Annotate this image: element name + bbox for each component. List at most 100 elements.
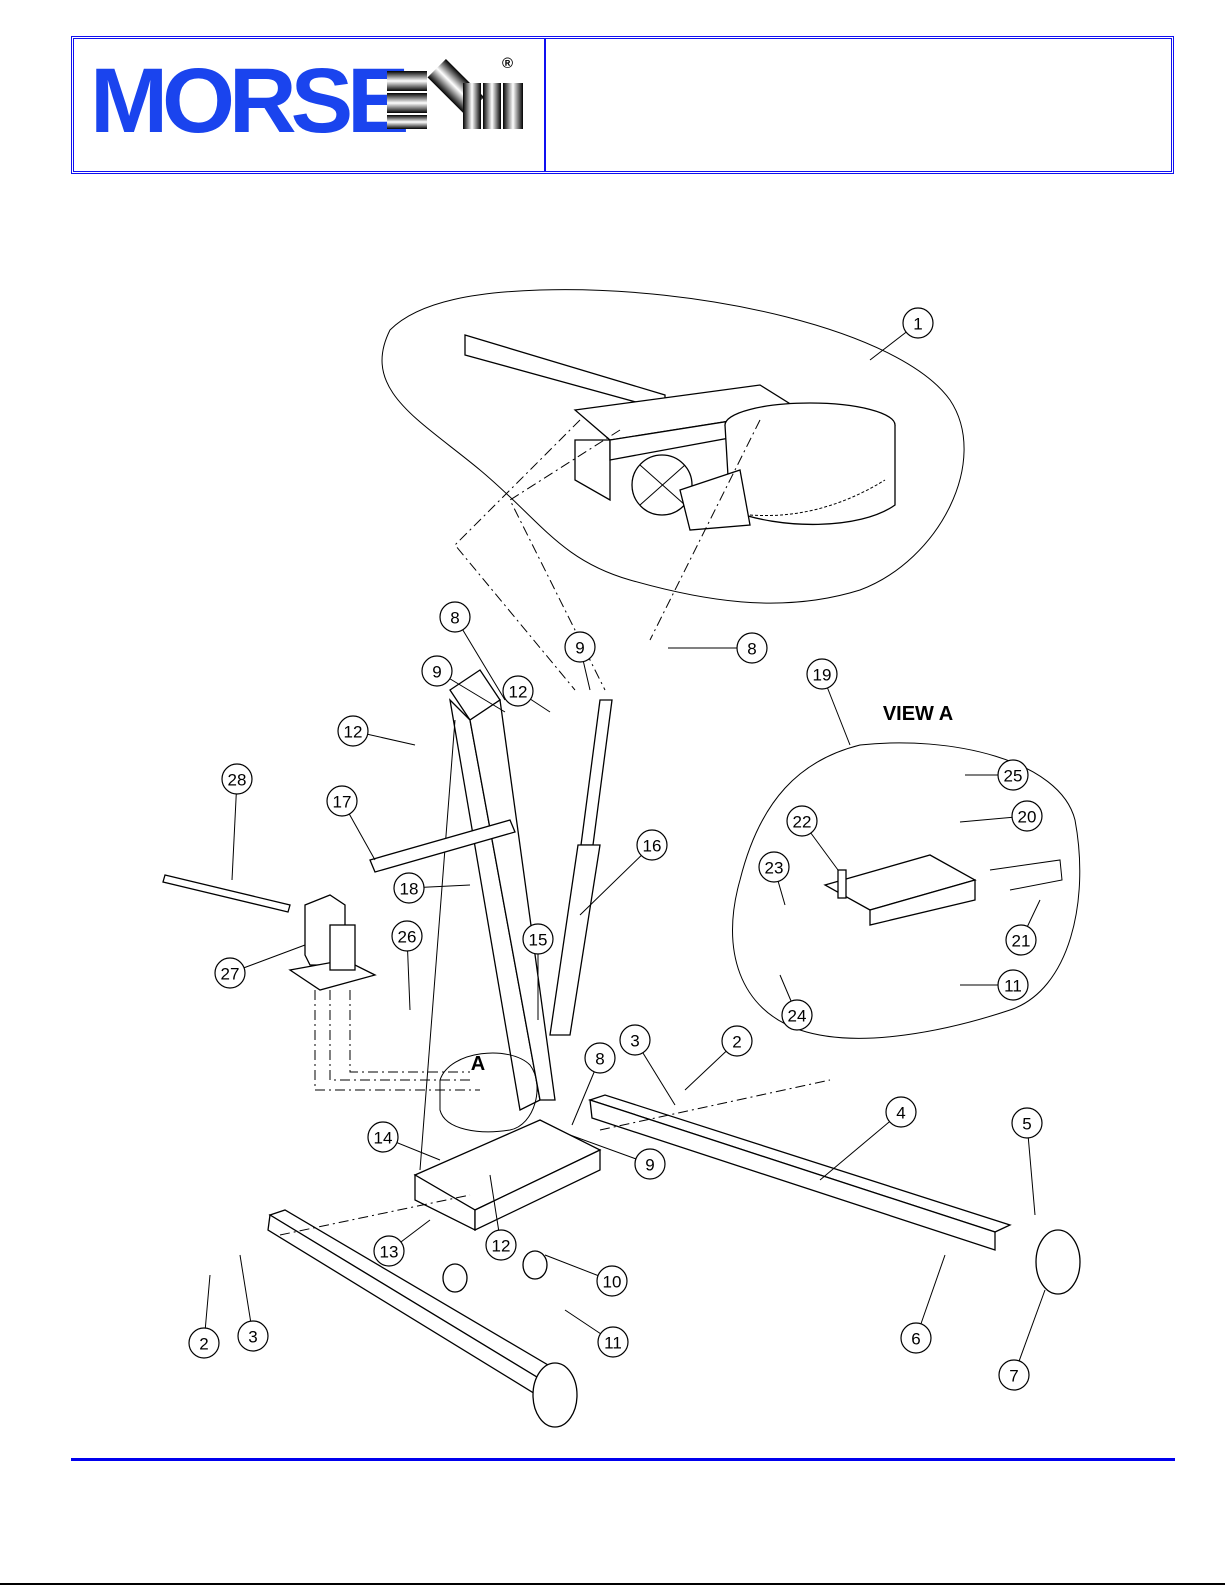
hydraulic-pump-27 [288,894,377,991]
callout-circle [597,1326,629,1358]
callout-number: 22 [793,813,812,832]
callout-11: 11 [564,1309,629,1358]
callout-number: 11 [1004,977,1022,996]
page-bottom-rule [0,1583,1225,1585]
callout-number: 13 [380,1243,399,1262]
callout-number: 7 [1009,1367,1018,1386]
callout-circle [522,923,554,955]
callout-number: 21 [1012,932,1031,951]
callout-number: 28 [228,771,247,790]
callout-number: 8 [747,640,756,659]
callout-8: 8 [439,601,506,701]
callout-25: 25 [965,759,1029,791]
callout-12: 12 [485,1174,517,1261]
callout-circle [781,999,813,1031]
callout-circle [1011,800,1043,832]
boom-mast [419,669,556,1171]
callout-circle [337,715,369,747]
callout-number: 3 [248,1328,257,1347]
callout-number: 9 [645,1156,654,1175]
callout-14: 14 [367,1121,441,1161]
callout-circle [997,969,1029,1001]
callout-number: 24 [788,1007,807,1026]
callout-circle [636,829,668,861]
callout-circle [885,1096,917,1128]
callout-9: 9 [564,631,596,691]
callout-20: 20 [959,800,1043,832]
assembly-1-outline [381,289,965,604]
callout-number: 12 [344,723,363,742]
callout-number: 25 [1004,767,1023,786]
callout-circle [721,1025,753,1057]
callout-4: 4 [819,1096,917,1181]
callout-circle [188,1327,220,1359]
callout-number: 4 [896,1104,905,1123]
pin-17 [369,819,516,873]
callout-number: 18 [400,880,419,899]
callout-number: 10 [603,1273,622,1292]
callout-2: 2 [188,1274,220,1359]
pump-handle-28 [162,874,291,913]
leader-line [454,616,506,701]
leader-line [231,778,238,881]
callout-number: 17 [333,793,352,812]
ram-cylinder [549,699,613,1036]
callout-number: 14 [374,1129,393,1148]
callout-22: 22 [786,805,839,871]
callout-17: 17 [326,785,376,861]
morse-logo: MORSE [90,50,410,152]
callout-10: 10 [544,1254,628,1297]
callout-number: 20 [1018,808,1037,827]
callout-circle [758,851,790,883]
callout-circle [806,658,838,690]
leg-right-4 [587,1094,1012,1251]
callout-15: 15 [522,923,554,1020]
callout-3: 3 [237,1254,269,1352]
callout-circle [786,805,818,837]
callout-19: 19 [806,658,851,746]
callout-circle [584,1042,616,1074]
callout-number: 2 [199,1335,208,1354]
base-frame [413,1119,602,1232]
footer-rule [71,1458,1175,1461]
callout-number: 27 [221,965,240,984]
callout-circle [391,920,423,952]
callout-number: 16 [643,837,662,856]
detail-a-outline [439,1052,538,1133]
callout-circle [998,1359,1030,1391]
callout-circle [214,957,246,989]
callout-26: 26 [391,920,423,1011]
view-a-label: VIEW A [883,703,953,725]
callout-3: 3 [619,1024,676,1106]
callout-number: 2 [732,1033,741,1052]
callout-circle [502,675,534,707]
callout-number: 11 [604,1334,622,1353]
callout-circle [564,631,596,663]
callout-7: 7 [998,1289,1046,1391]
callout-number: 9 [432,663,441,682]
callout-number: 6 [911,1330,920,1349]
callout-21: 21 [1005,899,1041,956]
callout-circle [997,759,1029,791]
callout-circle [367,1121,399,1153]
callout-28: 28 [221,763,253,881]
callout-1: 1 [869,307,934,361]
callout-circle [485,1229,517,1261]
callout-circle [439,601,471,633]
callout-24: 24 [779,974,813,1031]
drum-logo-icon [387,58,523,129]
callout-number: 9 [575,639,584,658]
callout-circle [634,1148,666,1180]
logo-cell: MORSE ® [74,39,546,171]
callout-18: 18 [393,872,471,904]
callout-number: 26 [398,928,417,947]
leader-line [819,1111,902,1181]
callout-8: 8 [668,632,768,664]
callout-circle [421,655,453,687]
callout-13: 13 [373,1219,431,1267]
callout-number: 1 [913,315,922,334]
callout-circle [393,872,425,904]
callout-6: 6 [900,1254,946,1354]
callout-2: 2 [684,1025,753,1091]
